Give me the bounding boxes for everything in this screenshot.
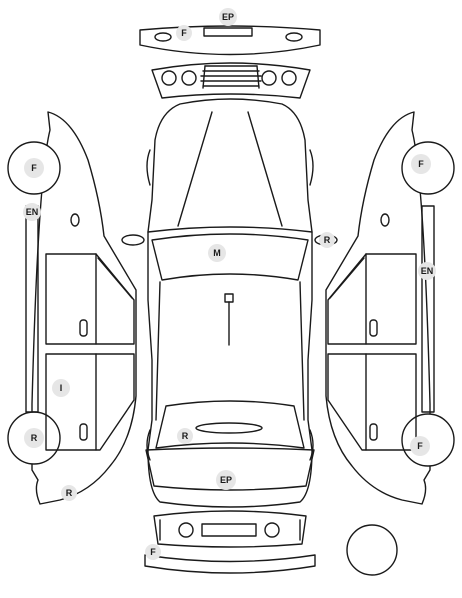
- marker-label: R: [31, 433, 38, 443]
- marker-label: EP: [220, 475, 232, 485]
- marker-trunk-r[interactable]: R: [177, 428, 193, 444]
- marker-rear-ep[interactable]: EP: [216, 470, 236, 490]
- marker-left-rear-quarter-r[interactable]: R: [61, 485, 77, 501]
- marker-left-door-i[interactable]: I: [52, 379, 70, 397]
- marker-label: F: [181, 28, 187, 38]
- rear-fascia[interactable]: [153, 510, 307, 548]
- marker-label: F: [150, 547, 156, 557]
- marker-mirror-r[interactable]: R: [319, 232, 335, 248]
- marker-label: R: [182, 431, 189, 441]
- marker-right-en[interactable]: EN: [418, 262, 436, 280]
- marker-label: R: [324, 235, 331, 245]
- marker-rear-bumper-f[interactable]: F: [145, 544, 161, 560]
- front-fascia[interactable]: [151, 62, 311, 99]
- right-side-view[interactable]: [325, 111, 455, 505]
- marker-left-front-wheel-f[interactable]: F: [24, 158, 44, 178]
- car-top-view[interactable]: [121, 98, 338, 508]
- marker-roof-m[interactable]: M: [208, 244, 226, 262]
- spare-wheel[interactable]: [346, 524, 398, 576]
- marker-label: EN: [26, 207, 39, 217]
- marker-label: I: [60, 383, 63, 393]
- marker-label: F: [31, 163, 37, 173]
- rear-bumper[interactable]: [144, 554, 316, 574]
- marker-front-bumper-f[interactable]: F: [176, 25, 192, 41]
- marker-left-en[interactable]: EN: [23, 203, 41, 221]
- marker-label: EN: [421, 266, 434, 276]
- marker-front-bumper-ep[interactable]: EP: [219, 8, 237, 26]
- marker-label: R: [66, 488, 73, 498]
- marker-label: F: [418, 159, 424, 169]
- marker-label: EP: [222, 12, 234, 22]
- marker-left-rear-wheel-r[interactable]: R: [24, 428, 44, 448]
- marker-right-front-wheel-f[interactable]: F: [411, 154, 431, 174]
- marker-label: M: [213, 248, 221, 258]
- marker-label: F: [417, 441, 423, 451]
- front-bumper[interactable]: [139, 25, 321, 56]
- marker-right-rear-wheel-f[interactable]: F: [410, 436, 430, 456]
